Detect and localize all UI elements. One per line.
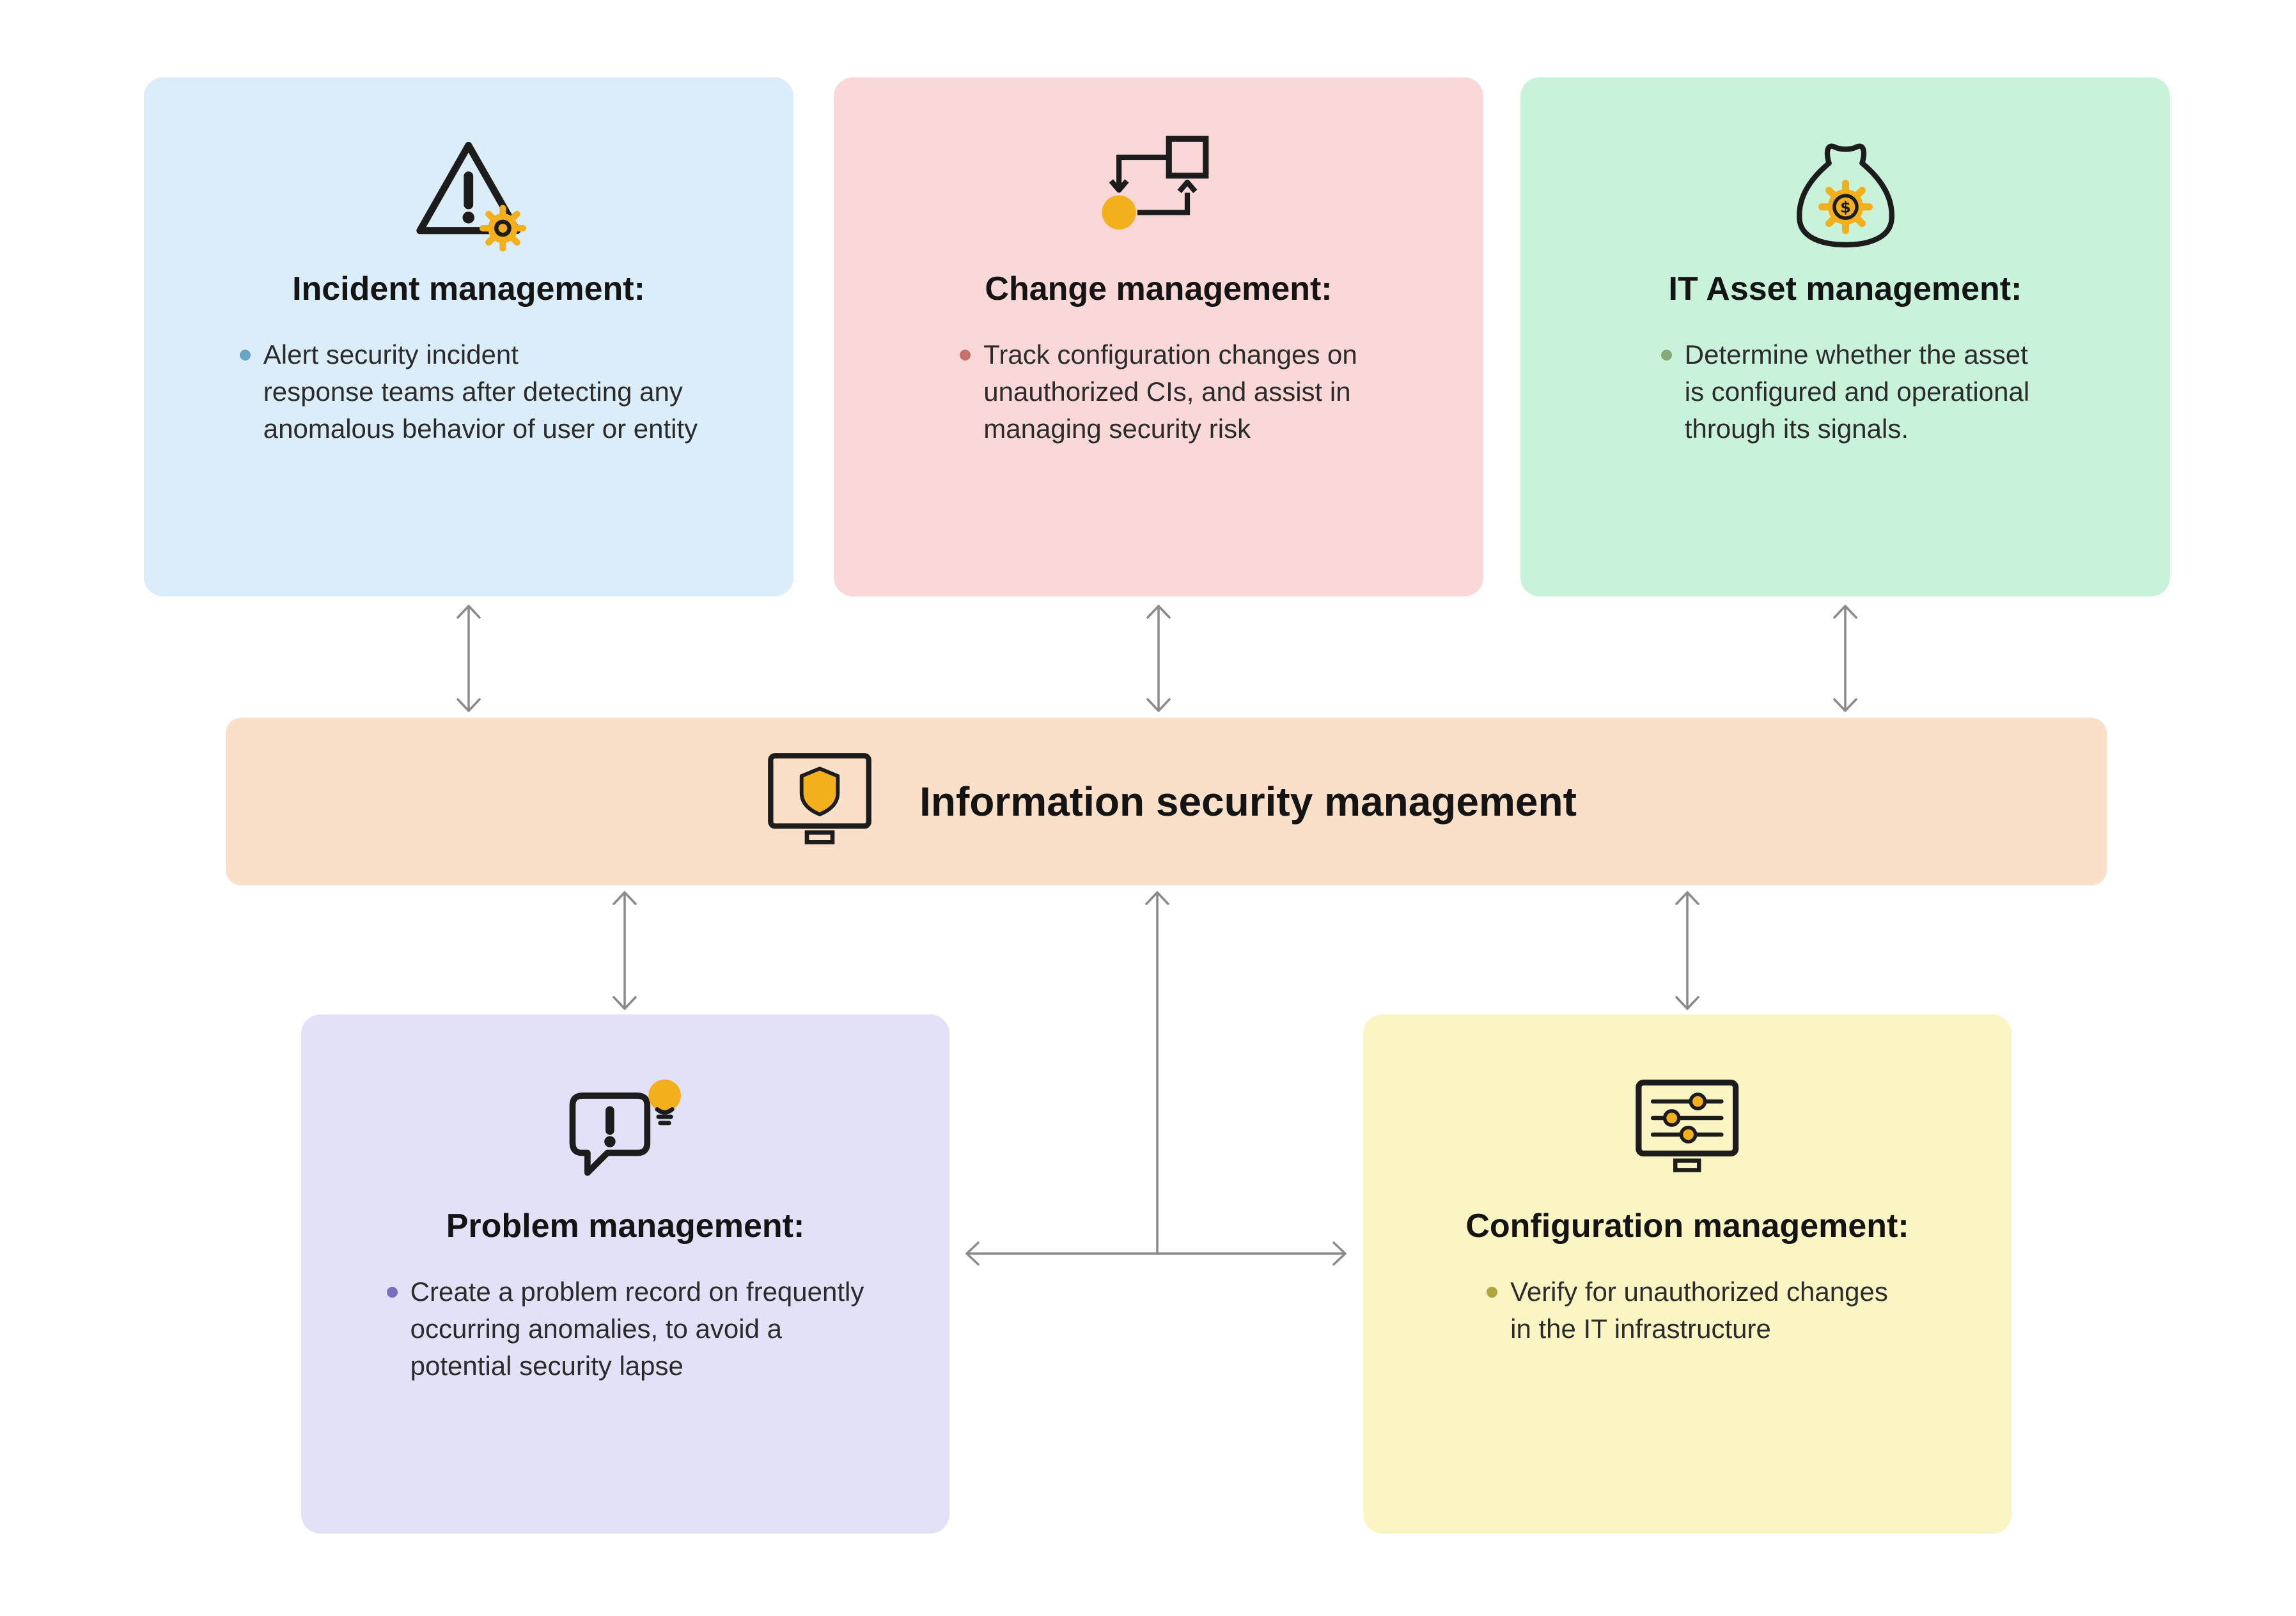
it-asset-management-title: IT Asset management: — [1668, 270, 2022, 307]
arrow-center-to-config — [1675, 891, 1699, 1010]
problem-management-description: Create a problem record on frequently oc… — [410, 1277, 864, 1381]
change-management-description: Track configuration changes on unauthori… — [983, 339, 1357, 444]
incident-management-bullet: Alert security incident response teams a… — [239, 336, 698, 447]
problem-management-title: Problem management: — [446, 1208, 805, 1245]
svg-text:$: $ — [1840, 199, 1851, 217]
workflow-icon — [1093, 134, 1224, 252]
bullet-dot — [239, 350, 251, 361]
bullet-dot — [1660, 350, 1672, 361]
it-asset-management-description: Determine whether the asset is configure… — [1684, 339, 2030, 444]
information-security-management-bar: Information security management — [226, 718, 2107, 885]
configuration-management-title: Configuration management: — [1465, 1208, 1909, 1245]
bullet-dot — [1487, 1287, 1498, 1298]
bullet-dot — [960, 350, 971, 361]
money-bag-gear-icon: $ — [1786, 134, 1905, 252]
arrow-incident-to-center — [457, 605, 481, 712]
incident-management-card: Incident management: Alert security inci… — [144, 77, 793, 596]
arrow-change-to-center — [1146, 605, 1171, 712]
arrow-problem-to-config — [965, 1241, 1347, 1266]
it-asset-management-card: $ IT Asset management: Determine whether… — [1520, 77, 2170, 596]
problem-management-bullet: Create a problem record on frequently oc… — [386, 1273, 864, 1385]
it-asset-management-bullet: Determine whether the asset is configure… — [1660, 336, 2030, 447]
change-management-card: Change management: Track configuration c… — [834, 77, 1483, 596]
monitor-shield-icon — [756, 747, 884, 856]
arrow-center-to-junction — [1145, 891, 1169, 1255]
incident-management-title: Incident management: — [292, 270, 645, 307]
alert-gear-icon — [403, 134, 534, 252]
problem-management-card: Problem management: Create a problem rec… — [301, 1014, 949, 1534]
bullet-dot — [386, 1287, 398, 1298]
arrow-center-to-problem — [613, 891, 637, 1010]
incident-management-description: Alert security incident response teams a… — [263, 339, 698, 444]
arrow-asset-to-center — [1833, 605, 1857, 712]
sliders-monitor-icon — [1622, 1071, 1753, 1189]
change-management-bullet: Track configuration changes on unauthori… — [960, 336, 1357, 447]
configuration-management-description: Verify for unauthorized changes in the I… — [1510, 1277, 1888, 1344]
configuration-management-bullet: Verify for unauthorized changes in the I… — [1487, 1273, 1888, 1348]
information-security-management-title: Information security management — [919, 779, 1577, 825]
change-management-title: Change management: — [985, 270, 1332, 307]
chat-lightbulb-icon — [560, 1071, 691, 1189]
configuration-management-card: Configuration management: Verify for una… — [1363, 1014, 2011, 1534]
